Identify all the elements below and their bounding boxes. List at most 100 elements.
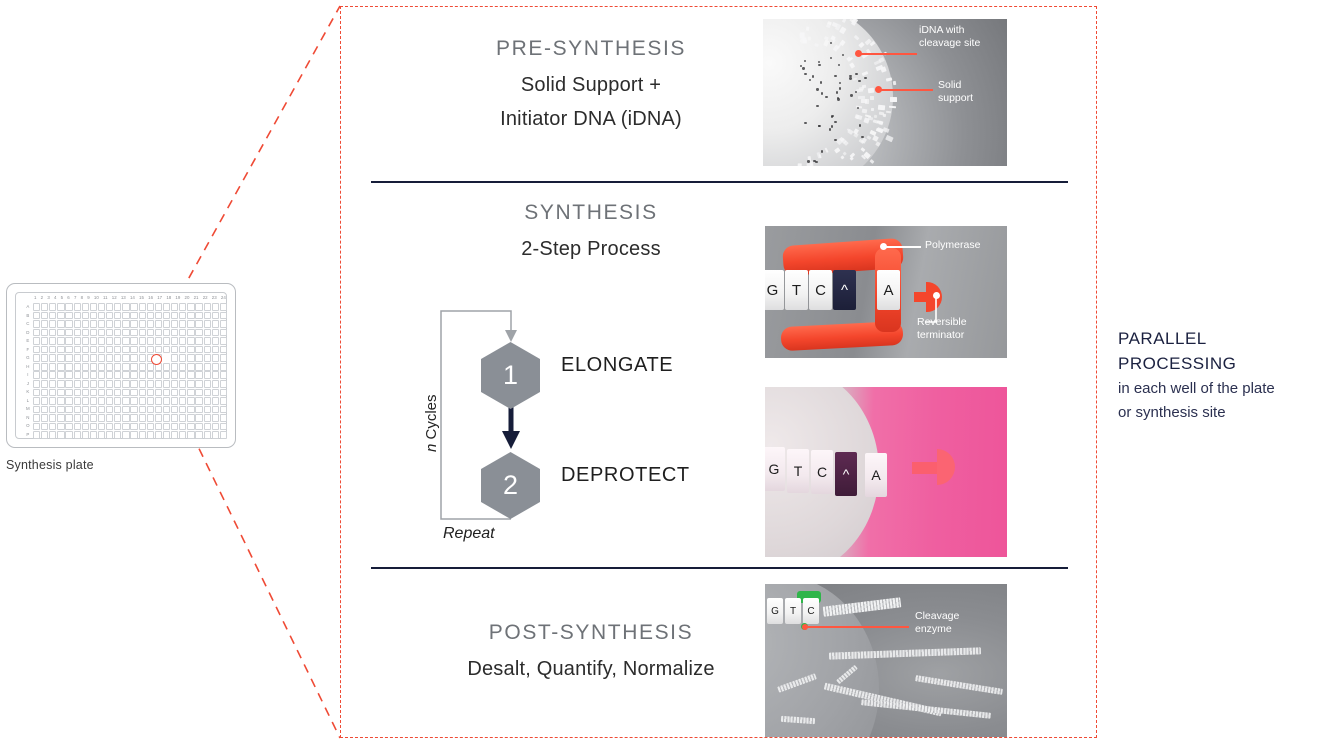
- plate-well-E18[interactable]: [171, 337, 179, 345]
- plate-well-L18[interactable]: [171, 397, 179, 405]
- plate-well-J3[interactable]: [49, 380, 57, 388]
- plate-well-G5[interactable]: [65, 354, 73, 362]
- plate-well-G2[interactable]: [41, 354, 49, 362]
- plate-well-I13[interactable]: [130, 371, 138, 380]
- plate-well-H7[interactable]: [81, 362, 89, 371]
- plate-well-I9[interactable]: [97, 371, 106, 380]
- plate-well-B18[interactable]: [171, 311, 179, 320]
- plate-well-K16[interactable]: [154, 388, 163, 397]
- plate-well-D2[interactable]: [41, 328, 49, 337]
- plate-well-J4[interactable]: [57, 380, 65, 388]
- plate-well-M22[interactable]: [203, 405, 211, 414]
- plate-well-N8[interactable]: [89, 414, 98, 422]
- plate-well-B21[interactable]: [195, 311, 203, 320]
- plate-well-G10[interactable]: [106, 354, 114, 362]
- plate-well-P12[interactable]: [122, 431, 130, 439]
- plate-well-O17[interactable]: [162, 422, 171, 431]
- plate-well-N11[interactable]: [114, 414, 122, 422]
- plate-well-J15[interactable]: [146, 380, 154, 388]
- plate-well-H21[interactable]: [195, 362, 203, 371]
- plate-well-N3[interactable]: [49, 414, 57, 422]
- plate-well-M17[interactable]: [162, 405, 171, 414]
- plate-well-K23[interactable]: [211, 388, 219, 397]
- plate-well-B12[interactable]: [122, 311, 130, 320]
- plate-well-E7[interactable]: [81, 337, 89, 345]
- plate-well-L5[interactable]: [65, 397, 73, 405]
- plate-well-E4[interactable]: [57, 337, 65, 345]
- plate-well-G3[interactable]: [49, 354, 57, 362]
- plate-well-N24[interactable]: [219, 414, 227, 422]
- plate-well-G4[interactable]: [57, 354, 65, 362]
- plate-well-C24[interactable]: [219, 320, 227, 328]
- plate-well-C17[interactable]: [162, 320, 171, 328]
- plate-well-L12[interactable]: [122, 397, 130, 405]
- plate-well-H20[interactable]: [187, 362, 195, 371]
- plate-well-L6[interactable]: [73, 397, 81, 405]
- plate-well-P7[interactable]: [81, 431, 89, 439]
- plate-well-N18[interactable]: [171, 414, 179, 422]
- plate-well-P20[interactable]: [187, 431, 195, 439]
- plate-well-C3[interactable]: [49, 320, 57, 328]
- plate-well-D19[interactable]: [179, 328, 187, 337]
- plate-well-G23[interactable]: [211, 354, 219, 362]
- plate-well-B1[interactable]: [33, 311, 41, 320]
- plate-well-E1[interactable]: [33, 337, 41, 345]
- plate-well-P13[interactable]: [130, 431, 138, 439]
- plate-well-O18[interactable]: [171, 422, 179, 431]
- plate-well-O21[interactable]: [195, 422, 203, 431]
- plate-well-P4[interactable]: [57, 431, 65, 439]
- plate-well-K19[interactable]: [179, 388, 187, 397]
- plate-well-E2[interactable]: [41, 337, 49, 345]
- plate-well-A9[interactable]: [97, 303, 106, 311]
- plate-well-B17[interactable]: [162, 311, 171, 320]
- plate-well-M2[interactable]: [41, 405, 49, 414]
- plate-well-C9[interactable]: [97, 320, 106, 328]
- plate-well-C8[interactable]: [89, 320, 98, 328]
- plate-well-M16[interactable]: [154, 405, 163, 414]
- plate-well-L15[interactable]: [146, 397, 154, 405]
- plate-well-J17[interactable]: [162, 380, 171, 388]
- plate-well-C10[interactable]: [106, 320, 114, 328]
- plate-well-A21[interactable]: [195, 303, 203, 311]
- plate-well-D11[interactable]: [114, 328, 122, 337]
- plate-well-O9[interactable]: [97, 422, 106, 431]
- plate-well-H2[interactable]: [41, 362, 49, 371]
- plate-well-J22[interactable]: [203, 380, 211, 388]
- plate-well-B6[interactable]: [73, 311, 81, 320]
- plate-well-D1[interactable]: [33, 328, 41, 337]
- plate-well-G17[interactable]: [163, 354, 170, 362]
- plate-well-E19[interactable]: [179, 337, 187, 345]
- plate-well-E9[interactable]: [97, 337, 106, 345]
- plate-well-K21[interactable]: [195, 388, 203, 397]
- plate-well-C15[interactable]: [146, 320, 154, 328]
- plate-well-F21[interactable]: [195, 345, 203, 354]
- plate-well-K10[interactable]: [106, 388, 114, 397]
- plate-well-H13[interactable]: [130, 362, 138, 371]
- plate-well-C5[interactable]: [65, 320, 73, 328]
- plate-well-F20[interactable]: [187, 345, 195, 354]
- plate-well-O8[interactable]: [89, 422, 98, 431]
- plate-well-I11[interactable]: [114, 371, 122, 380]
- plate-well-D14[interactable]: [138, 328, 146, 337]
- plate-well-J21[interactable]: [195, 380, 203, 388]
- plate-well-L20[interactable]: [187, 397, 195, 405]
- plate-well-M20[interactable]: [187, 405, 195, 414]
- plate-well-A20[interactable]: [187, 303, 195, 311]
- plate-well-J7[interactable]: [81, 380, 89, 388]
- plate-well-G14[interactable]: [138, 354, 146, 362]
- plate-well-O24[interactable]: [219, 422, 227, 431]
- plate-well-K6[interactable]: [73, 388, 81, 397]
- plate-well-J24[interactable]: [219, 380, 227, 388]
- plate-well-O14[interactable]: [138, 422, 146, 431]
- plate-well-N12[interactable]: [122, 414, 130, 422]
- plate-well-G6[interactable]: [73, 354, 81, 362]
- plate-well-M4[interactable]: [57, 405, 65, 414]
- plate-well-H5[interactable]: [65, 362, 73, 371]
- plate-well-D3[interactable]: [49, 328, 57, 337]
- plate-well-A18[interactable]: [171, 303, 179, 311]
- plate-well-H12[interactable]: [122, 362, 130, 371]
- plate-well-N16[interactable]: [154, 414, 163, 422]
- plate-well-N15[interactable]: [146, 414, 154, 422]
- plate-well-O16[interactable]: [154, 422, 163, 431]
- plate-well-P2[interactable]: [41, 431, 49, 439]
